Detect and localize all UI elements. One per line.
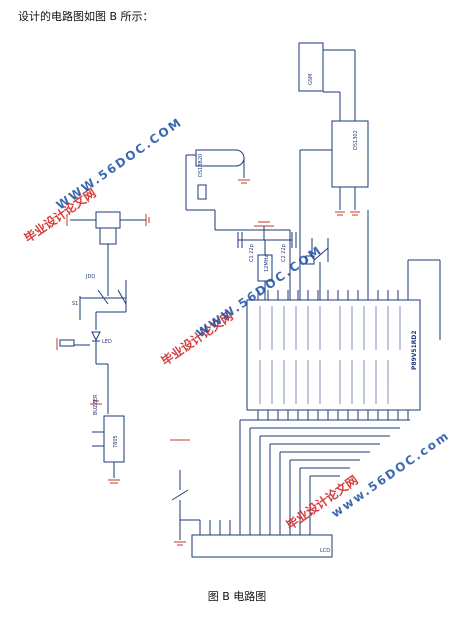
switch-s1: S1 [72, 301, 78, 307]
buzzer: BUZZER [90, 363, 109, 415]
intro-text: 设计的电路图如图 B 所示： [18, 10, 154, 23]
gsm-module: GSM [298, 42, 356, 121]
temperature-sensor-label: DS18B20 [198, 154, 204, 177]
switch-label: S1 [72, 301, 78, 307]
relay-switch: JDQ [79, 274, 127, 330]
gsm-module-label: GSM [308, 74, 314, 85]
voltage-regulator-label: 7805 [113, 435, 119, 448]
voltage-regulator: 7805 [92, 415, 125, 484]
relay-label: JDQ [85, 274, 95, 280]
data-bus [239, 419, 410, 535]
lcd-connector-label: LCD [320, 548, 330, 554]
temperature-sensor: DS18B20 [185, 149, 291, 300]
crystal-oscillator: 12MHz C1 22p C2 22p [237, 221, 297, 300]
watermark-url-3: www.56DOC.com [329, 428, 453, 520]
power-input [66, 211, 150, 280]
crystal-label: 12MHz [264, 255, 270, 272]
mcu-chip: P89V51RD2 [246, 210, 441, 420]
figure-caption: 图 B 电路图 [207, 590, 267, 603]
led-label: LED [102, 339, 112, 345]
rtc-chip: DS1302 [299, 120, 369, 300]
lcd-connector: LCD [170, 439, 333, 558]
capacitor-c1-label: C1 22p [249, 244, 255, 262]
buzzer-label: BUZZER [93, 394, 99, 415]
capacitor-c2-label: C2 22p [281, 244, 287, 262]
watermark-url-1: WWW.56DOC.COM [54, 115, 185, 213]
reset-button [305, 238, 329, 300]
led-indicator: LED [56, 331, 112, 364]
mcu-chip-label: P89V51RD2 [411, 330, 418, 370]
rtc-chip-label: DS1302 [353, 130, 359, 150]
